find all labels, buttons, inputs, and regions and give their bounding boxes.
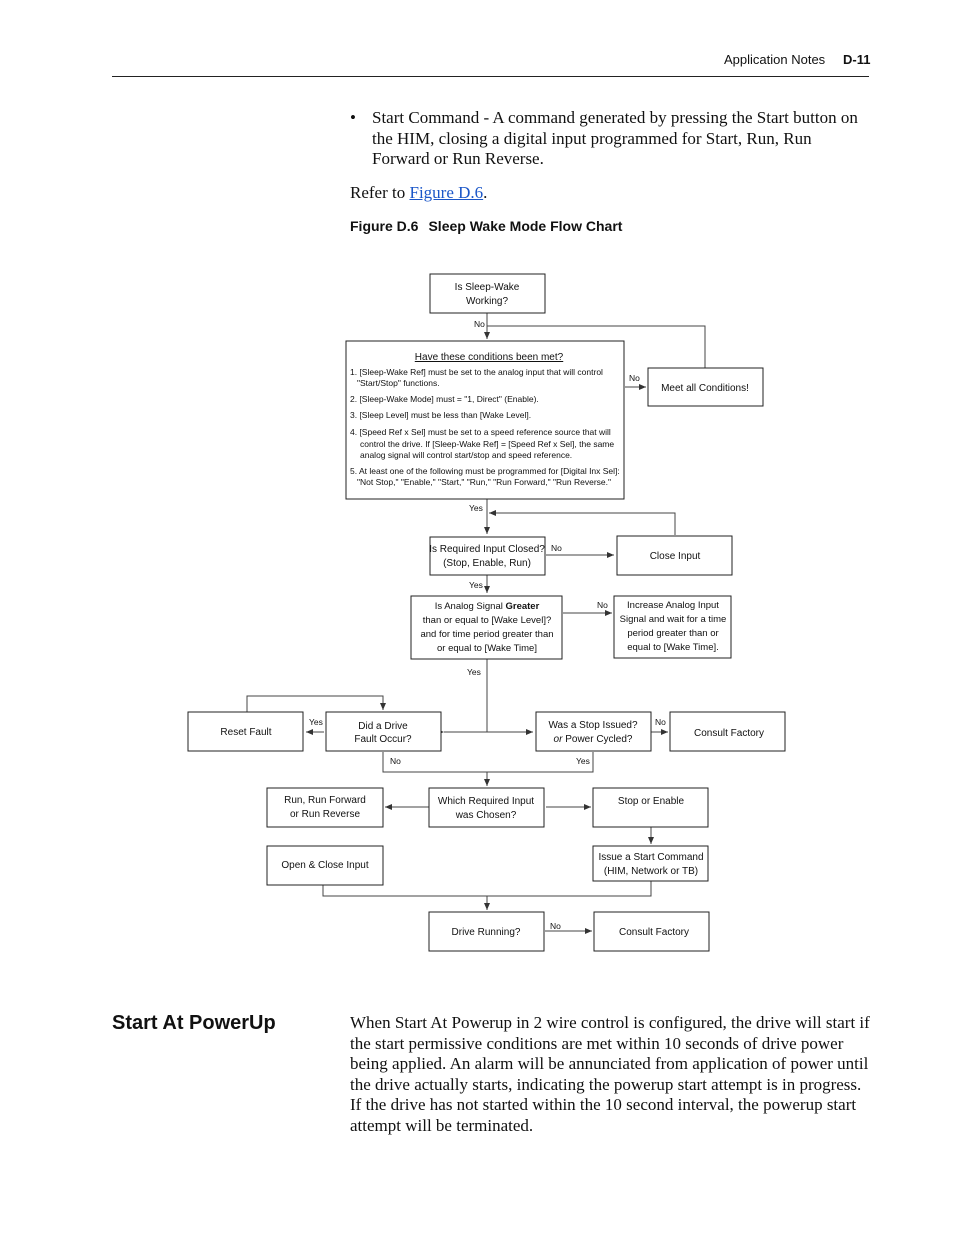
run-forward-line-2: or Run Reverse [290, 809, 360, 820]
condition-line: 5. At least one of the following must be… [350, 466, 620, 476]
running-header-section: Application Notes [724, 52, 826, 67]
which-input-line-2: was Chosen? [455, 810, 517, 821]
input-closed-line-2: (Stop, Enable, Run) [443, 558, 531, 569]
header-rule [112, 76, 869, 77]
stop-question-rest: Power Cycled? [562, 734, 632, 745]
flow-connectors [246, 313, 706, 934]
branch-label-yes: Yes [467, 667, 481, 677]
stop-question-or: or [554, 734, 564, 745]
fault-question-box [325, 711, 442, 752]
branch-label-no: No [655, 717, 666, 727]
section-body: When Start At Powerup in 2 wire control … [350, 1013, 870, 1135]
input-closed-box [429, 536, 546, 576]
run-forward-line-1: Run, Run Forward [284, 795, 366, 806]
condition-line: 4. [Speed Ref x Sel] must be set to a sp… [350, 427, 611, 437]
run-forward-box [266, 787, 384, 828]
figure-title: Sleep Wake Mode Flow Chart [428, 218, 623, 234]
issue-start-box [592, 845, 709, 882]
increase-analog-box [613, 595, 732, 659]
close-input-text: Close Input [650, 551, 701, 562]
analog-question-line: than or equal to [Wake Level]? [423, 615, 552, 626]
drive-running-text: Drive Running? [452, 927, 521, 938]
reset-fault-box [187, 711, 304, 752]
stop-enable-box [592, 787, 709, 828]
input-closed-line-1: Is Required Input Closed? [429, 544, 545, 555]
refer-suffix: . [483, 183, 488, 202]
increase-analog-line: equal to [Wake Time]. [627, 642, 719, 653]
branch-label-no: No [390, 756, 401, 766]
condition-line: 1. [Sleep-Wake Ref] must be set to the a… [350, 367, 603, 377]
open-close-text: Open & Close Input [281, 860, 368, 871]
consult-factory-box-1 [669, 711, 786, 752]
stop-enable-text: Stop or Enable [618, 796, 685, 807]
consult-factory-text-2: Consult Factory [619, 927, 689, 938]
refer-line: Refer to Figure D.6. [350, 183, 487, 204]
stop-question-box [535, 711, 652, 752]
branch-label-no: No [597, 600, 608, 610]
branch-label-no: No [629, 373, 640, 383]
refer-prefix: Refer to [350, 183, 410, 202]
bullet-marker: • [350, 108, 356, 127]
branch-label-yes: Yes [469, 503, 483, 513]
bullet-text: Start Command - A command generated by p… [372, 108, 858, 168]
branch-label-yes: Yes [469, 580, 483, 590]
fault-question-line-2: Fault Occur? [354, 734, 412, 745]
page-number: D-11 [843, 52, 871, 67]
analog-question-line-1: Is Analog Signal Greater [435, 601, 540, 612]
analog-question-line: or equal to [Wake Time] [437, 643, 537, 654]
analog-signal-box [410, 595, 563, 660]
condition-line: 3. [Sleep Level] must be less than [Wake… [350, 410, 531, 420]
analog-greater: Greater [505, 601, 539, 612]
condition-line: "Not Stop," "Enable," "Start," "Run," "R… [357, 477, 611, 487]
condition-line: analog signal will control start/stop an… [360, 450, 572, 460]
conditions-box [345, 340, 625, 500]
section-title: Start At PowerUp [112, 1012, 276, 1034]
consult-factory-box-2 [593, 911, 710, 952]
stop-question-line-1: Was a Stop Issued? [548, 720, 638, 731]
consult-factory-text-1: Consult Factory [694, 728, 764, 739]
which-input-box [428, 787, 545, 828]
open-close-box [266, 845, 384, 886]
conditions-title: Have these conditions been met? [415, 352, 564, 363]
increase-analog-line: Signal and wait for a time [620, 614, 727, 625]
stop-question-line-2: or Power Cycled? [554, 734, 633, 745]
branch-label-yes: Yes [576, 756, 590, 766]
condition-line: 2. [Sleep-Wake Mode] must = "1, Direct" … [350, 394, 539, 404]
drive-running-box [428, 911, 545, 952]
issue-start-line-2: (HIM, Network or TB) [604, 866, 698, 877]
which-input-line-1: Which Required Input [438, 796, 534, 807]
figure-link[interactable]: Figure D.6 [409, 183, 484, 202]
analog-pre: Is Analog Signal [435, 601, 506, 612]
condition-line: "Start/Stop" functions. [357, 378, 440, 388]
figure-number: Figure D.6 [350, 218, 419, 234]
branch-label-no: No [550, 921, 561, 931]
issue-start-line-1: Issue a Start Command [598, 852, 703, 863]
increase-analog-line: Increase Analog Input [627, 600, 719, 611]
sleep-wake-working-box [429, 273, 546, 314]
branch-label-yes: Yes [309, 717, 323, 727]
condition-line: control the drive. If [Sleep-Wake Ref] =… [360, 439, 614, 449]
fault-question-line-1: Did a Drive [358, 721, 408, 732]
meet-conditions-box [647, 367, 764, 407]
figure-caption: Figure D.6 Sleep Wake Mode Flow Chart [350, 218, 622, 234]
analog-question-line: and for time period greater than [420, 629, 553, 640]
sleep-wake-line-1: Is Sleep-Wake [455, 282, 520, 293]
close-input-box [616, 535, 733, 576]
sleep-wake-line-2: Working? [466, 296, 508, 307]
meet-conditions-text: Meet all Conditions! [661, 383, 749, 394]
reset-fault-text: Reset Fault [220, 727, 271, 738]
branch-label-no: No [551, 543, 562, 553]
branch-label-no: No [474, 319, 485, 329]
increase-analog-line: period greater than or [627, 628, 718, 639]
